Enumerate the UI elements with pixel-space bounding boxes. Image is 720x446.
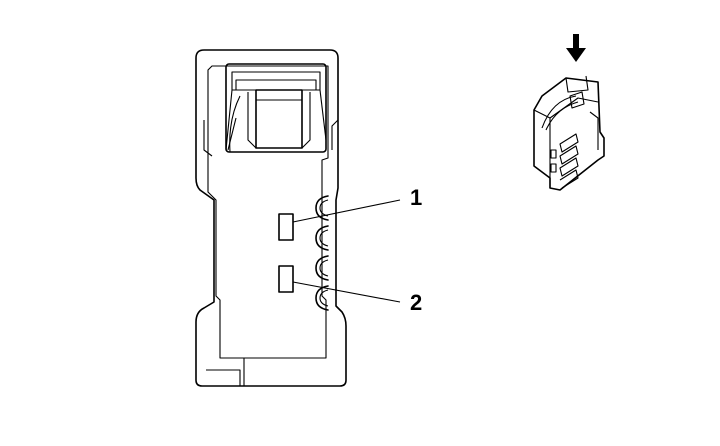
- iso-terminal-ridges: [559, 133, 579, 189]
- iso-latch-arc: [541, 95, 579, 131]
- terminal-bump-inner: [319, 289, 329, 307]
- latch-housing-inner: [231, 71, 321, 91]
- connector-bottom-step: [206, 358, 245, 386]
- connector-front-view: [195, 49, 401, 387]
- callout-label-2: 2: [410, 290, 423, 315]
- terminal-bump: [315, 255, 329, 281]
- iso-body-outline: [533, 77, 605, 191]
- latch-lever: [255, 89, 303, 149]
- iso-cavity-1: [550, 149, 557, 159]
- iso-cavity-2: [550, 163, 557, 173]
- left-side-rib: [203, 120, 213, 157]
- terminal-cavity-1: [278, 213, 294, 241]
- callout-leader-1: [292, 199, 401, 223]
- latch-housing-outer: [225, 63, 327, 153]
- latch-top-edge: [235, 79, 317, 90]
- latch-right-arm: [319, 89, 327, 141]
- connector-inner-outline: [207, 65, 329, 359]
- terminal-bump-inner: [319, 199, 329, 217]
- iso-right-side: [589, 111, 599, 150]
- right-side-rib: [331, 119, 339, 150]
- terminal-cavity-2: [278, 265, 294, 293]
- latch-left-arm: [225, 89, 241, 153]
- latch-slash-detail: [227, 117, 237, 151]
- terminal-bump: [315, 225, 329, 251]
- connector-outer-outline: [195, 49, 347, 387]
- terminal-bump: [315, 195, 329, 221]
- callout-leader-2: [292, 281, 401, 303]
- terminal-bump-inner: [319, 259, 329, 277]
- terminal-bump-inner: [319, 229, 329, 247]
- connector-isometric-view: [533, 34, 605, 191]
- latch-lever-detail: [247, 92, 311, 149]
- iso-front-face: [533, 97, 599, 188]
- callout-label-1: 1: [410, 185, 423, 210]
- down-arrow-icon: [566, 34, 586, 62]
